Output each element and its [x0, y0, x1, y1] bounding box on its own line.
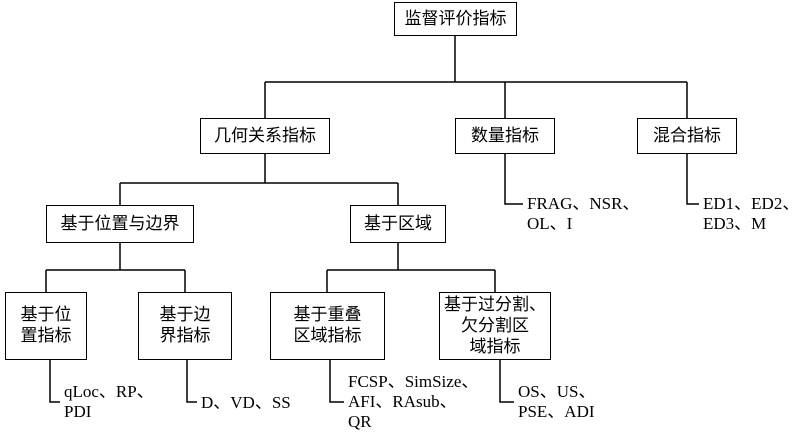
metrics-mixed: ED1、ED2、 ED3、M	[703, 194, 800, 233]
node-seg-error-metrics: 基于过分割、 欠分割区 域指标	[439, 292, 551, 360]
bracket-seg-error	[499, 360, 514, 403]
bracket-mixed	[686, 154, 699, 205]
bracket-boundary	[186, 360, 197, 403]
node-position-metrics: 基于位 置指标	[5, 292, 87, 360]
node-overlap-metrics: 基于重叠 区域指标	[270, 292, 385, 360]
node-position-boundary: 基于位置与边界	[46, 205, 194, 243]
metrics-boundary: D、VD、SS	[201, 393, 291, 412]
node-mixed-metrics: 混合指标	[637, 118, 737, 154]
node-region: 基于区域	[350, 205, 446, 243]
bracket-quantity	[504, 154, 523, 205]
bracket-position	[49, 360, 60, 403]
node-geometric-metrics: 几何关系指标	[200, 118, 330, 154]
node-root: 监督评价指标	[394, 2, 517, 36]
metrics-position: qLoc、RP、 PDI	[64, 382, 154, 421]
metrics-quantity: FRAG、NSR、 OL、I	[527, 194, 640, 233]
metrics-overlap: FCSP、SimSize、 AFI、RAsub、 QR	[348, 372, 479, 431]
node-boundary-metrics: 基于边 界指标	[138, 292, 232, 360]
bracket-overlap	[329, 360, 344, 403]
metrics-seg-error: OS、US、 PSE、ADI	[518, 382, 596, 421]
node-quantity-metrics: 数量指标	[455, 118, 555, 154]
